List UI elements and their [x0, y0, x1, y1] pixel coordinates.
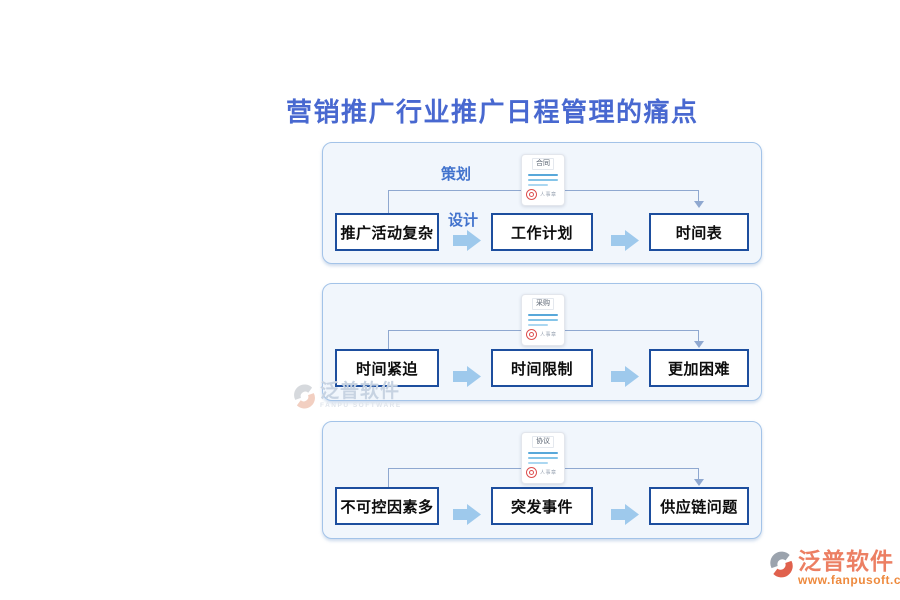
arrow-down-icon: [694, 341, 704, 348]
flow-box: 工作计划: [491, 213, 593, 251]
document-title: 采购: [532, 298, 554, 310]
flow-box: 不可控因素多: [335, 487, 439, 525]
arrow-down-icon: [694, 479, 704, 486]
flow-box: 时间表: [649, 213, 749, 251]
arrow-right-icon: [611, 366, 639, 387]
red-seal-icon: [526, 329, 537, 340]
watermark-name-en: FANPU SOFTWARE: [320, 402, 402, 409]
connector-line: [698, 190, 699, 203]
agreement-document-icon: 协议 人事章: [521, 432, 565, 484]
company-name: 泛普软件: [798, 548, 894, 574]
panel-promotion-activities: 合同 人事章 策划 设计 推广活动复杂 工作计划 时间表: [322, 142, 762, 264]
contract-document-icon: 合同 人事章: [521, 154, 565, 206]
connector-line: [388, 330, 389, 349]
seal-text: 人事章: [540, 332, 557, 338]
arrow-right-icon: [611, 504, 639, 525]
arrow-right-icon: [453, 230, 481, 251]
flow-box: 突发事件: [491, 487, 593, 525]
flow-box: 供应链问题: [649, 487, 749, 525]
flow-box: 推广活动复杂: [335, 213, 439, 251]
panel-uncontrollable-factors: 协议 人事章 不可控因素多 突发事件 供应链问题: [322, 421, 762, 539]
fanpu-swoosh-icon: [294, 384, 315, 409]
company-logo: 泛普软件 www.fanpusoft.com: [767, 549, 900, 587]
document-text-lines: [528, 174, 558, 186]
connector-line: [388, 468, 389, 487]
document-title: 合同: [532, 158, 554, 170]
arrow-right-icon: [453, 504, 481, 525]
seal-text: 人事章: [540, 192, 557, 198]
document-text-lines: [528, 314, 558, 326]
purchase-document-icon: 采购 人事章: [521, 294, 565, 346]
document-title: 协议: [532, 436, 554, 448]
flow-box: 更加困难: [649, 349, 749, 387]
fanpu-swoosh-icon: [770, 551, 793, 578]
flow-box: 时间限制: [491, 349, 593, 387]
label-planning: 策划: [441, 166, 472, 183]
label-design: 设计: [448, 212, 479, 229]
arrow-down-icon: [694, 201, 704, 208]
arrow-right-icon: [611, 230, 639, 251]
red-seal-icon: [526, 189, 537, 200]
red-seal-icon: [526, 467, 537, 478]
connector-line: [698, 468, 699, 481]
arrow-right-icon: [453, 366, 481, 387]
flow-box: 时间紧迫: [335, 349, 439, 387]
document-text-lines: [528, 452, 558, 464]
connector-line: [698, 330, 699, 343]
page-title: 营销推广行业推广日程管理的痛点: [286, 97, 699, 127]
connector-line: [388, 190, 389, 213]
website-link[interactable]: www.fanpusoft.com: [798, 573, 900, 587]
panel-time-pressure: 采购 人事章 时间紧迫 时间限制 更加困难: [322, 283, 762, 401]
seal-text: 人事章: [540, 470, 557, 476]
